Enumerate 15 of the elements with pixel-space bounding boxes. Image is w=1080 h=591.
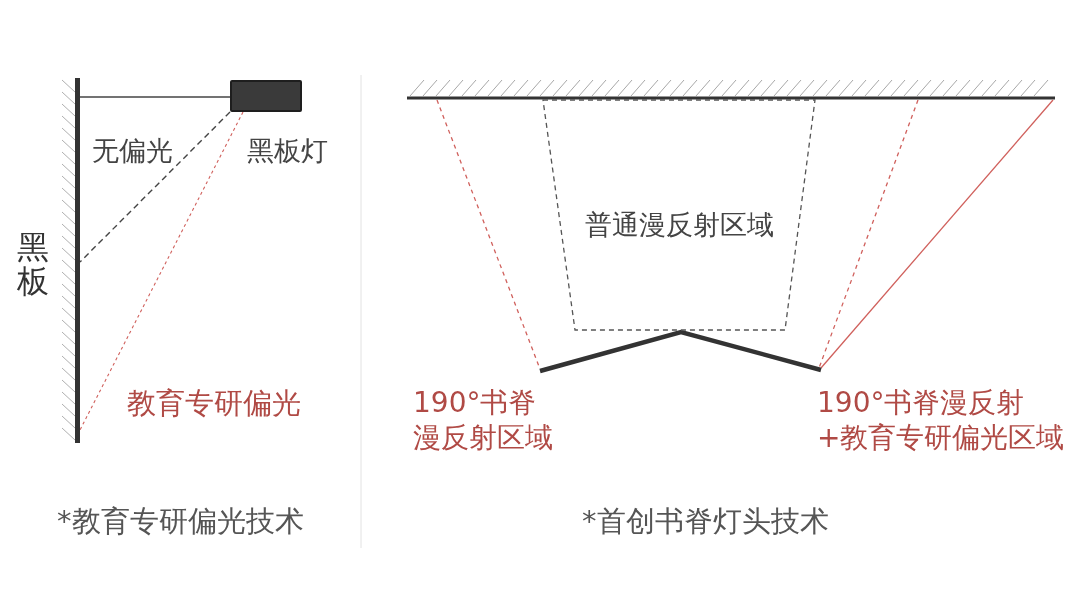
arm-line: [79, 96, 231, 98]
blackboard-label: 黑板: [17, 231, 50, 299]
region-label: 普通漫反射区域: [584, 208, 774, 242]
caption: *首创书脊灯头技术: [582, 503, 829, 540]
dashed-trapezoid: [543, 100, 815, 330]
edge-label: 教育专研偏光: [127, 385, 301, 422]
lamp-label: 黑板灯: [247, 134, 328, 168]
dashed-line: [79, 111, 231, 263]
edge-label: 无偏光: [92, 134, 173, 168]
caption: *教育专研偏光技术: [57, 503, 304, 540]
lamp-box: [230, 80, 302, 112]
zone-label: 190°书脊漫反射区域: [413, 385, 554, 455]
dotted-line: [79, 111, 244, 431]
zone-label: 190°书脊漫反射+教育专研偏光区域: [817, 385, 1066, 455]
blackboard-bar: [75, 78, 80, 443]
